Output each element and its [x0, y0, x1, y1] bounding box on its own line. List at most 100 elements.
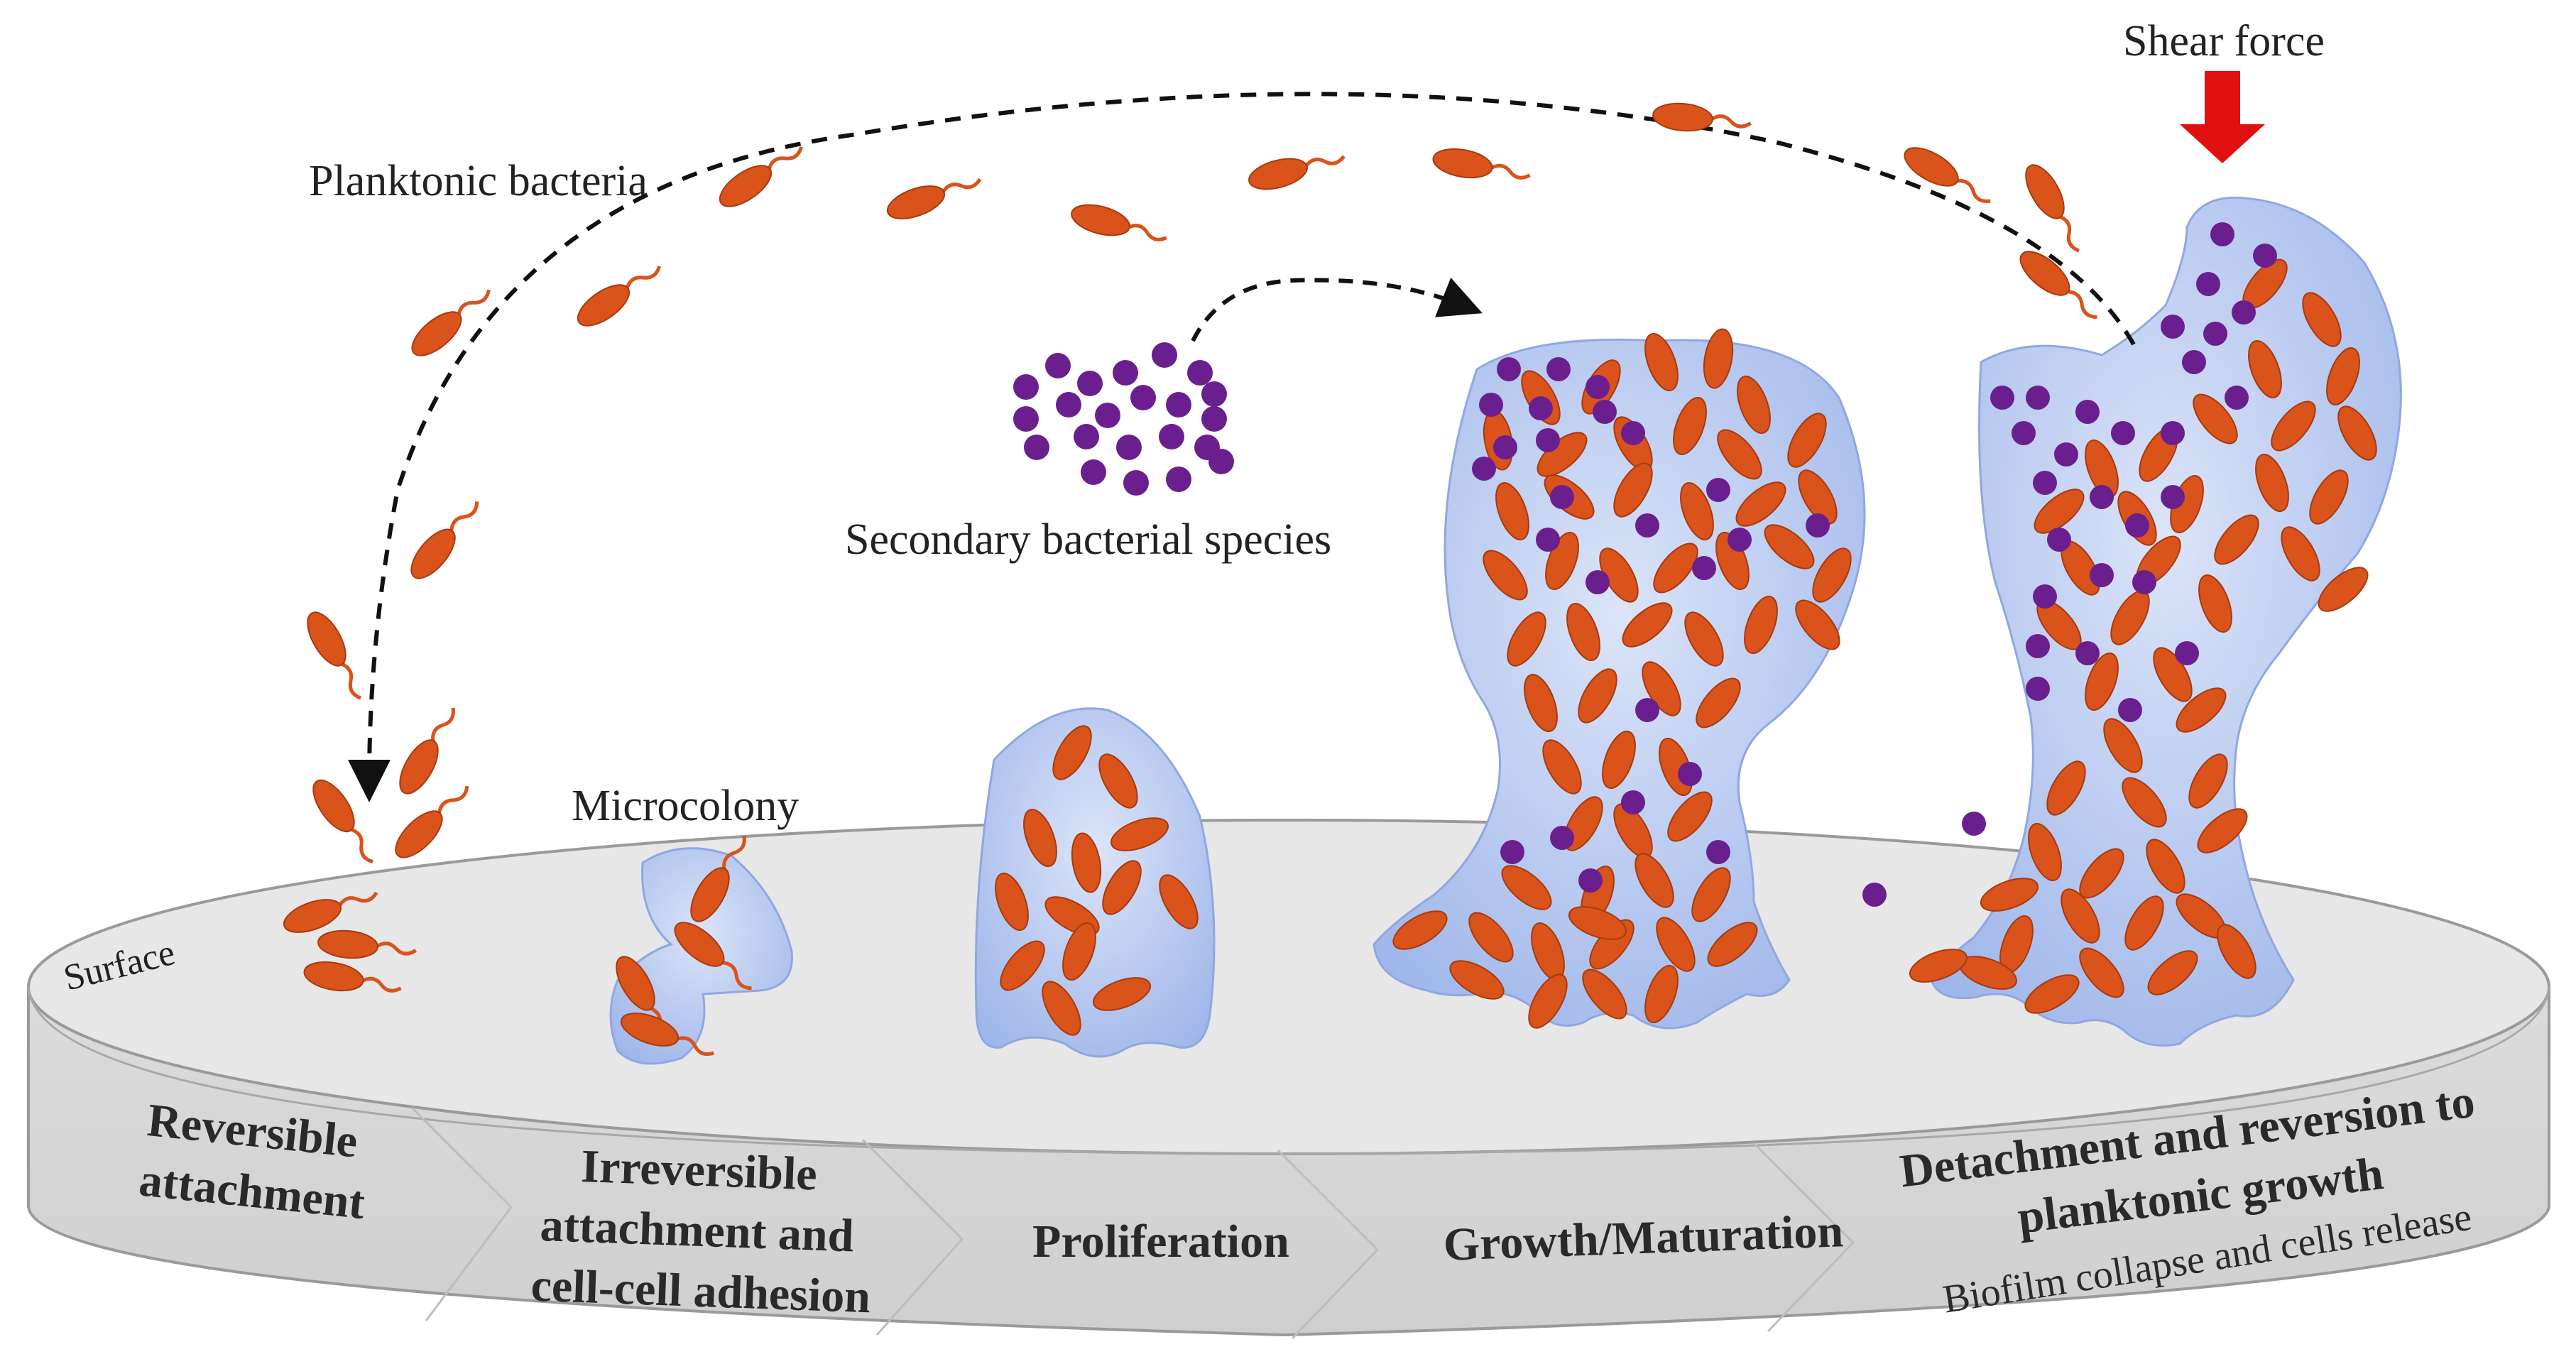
secondary-species-cell-icon: [1074, 424, 1099, 449]
secondary-species-cell-icon: [1706, 840, 1730, 864]
planktonic-bacterium-icon: [411, 289, 491, 356]
planktonic-bacterium-icon: [1000, 940, 1045, 991]
planktonic-bacterium-icon: [1468, 912, 1514, 963]
planktonic-bacterium-icon: [1524, 674, 1558, 732]
planktonic-bacterium-icon: [1495, 482, 1529, 540]
secondary-species-cell-icon: [1862, 883, 1887, 907]
secondary-species-cell-icon: [2196, 272, 2220, 296]
planktonic-bacterium-icon: [1622, 602, 1673, 648]
stage-divider: [1752, 1142, 1855, 1333]
planktonic-bacterium-icon: [2028, 823, 2062, 881]
planktonic-bacterium-icon: [1093, 977, 1151, 1011]
planktonic-bacterium-icon: [2034, 489, 2085, 534]
planktonic-bacterium-icon: [719, 146, 804, 207]
secondary-species-cell-icon: [1962, 812, 1986, 836]
secondary-species-cell-icon: [1472, 457, 1496, 481]
planktonic-bacterium-icon: [2024, 974, 2080, 1014]
planktonic-bacterium-icon: [1392, 910, 1448, 950]
planktonic-bacterium-icon: [690, 835, 746, 922]
planktonic-bacterium-icon: [995, 873, 1029, 931]
planktonic-bacterium-icon: [1656, 917, 1696, 972]
stage-divider: [410, 1106, 513, 1321]
recycle-dashed-arrow: [348, 92, 2136, 802]
planktonic-bacterium-icon: [1673, 397, 1707, 455]
secondary-species-cell-icon: [1113, 360, 1138, 386]
planktonic-bacterium-icon: [1582, 969, 1627, 1020]
planktonic-bacterium-icon: [1578, 668, 1617, 724]
secondary-species-cell-icon: [2026, 386, 2050, 410]
planktonic-bacterium-icon: [307, 611, 362, 700]
planktonic-bacterium-icon: [2103, 718, 2143, 773]
planktonic-bacterium-icon: [1909, 949, 1968, 983]
secondary-species-cell-icon: [2210, 222, 2234, 246]
planktonic-bacterium-icon: [2061, 888, 2100, 944]
shear-force-label: Shear force: [2123, 17, 2325, 65]
planktonic-bacterium-icon: [1634, 853, 1674, 908]
secondary-species-cell-icon: [1497, 357, 1521, 381]
planktonic-bacterium-icon: [312, 779, 373, 864]
planktonic-bacterium-icon: [1248, 155, 1346, 190]
secondary-species-cell-icon: [2026, 634, 2050, 658]
planktonic-bacterium-icon: [1613, 462, 1653, 518]
secondary-species-cell-icon: [2161, 315, 2185, 339]
planktonic-bacterium-icon: [1691, 867, 1731, 922]
planktonic-bacterium-icon: [1071, 204, 1167, 241]
planktonic-bacterium-icon: [1062, 922, 1096, 981]
planktonic-bacterium-icon: [2019, 251, 2097, 320]
planktonic-bacterium-icon: [1795, 599, 1840, 650]
planktonic-bacterium-icon: [1764, 524, 1815, 569]
secondary-species-cell-icon: [1990, 386, 2014, 410]
planktonic-bacterium-icon: [2085, 653, 2119, 711]
planktonic-bacterium-icon: [1566, 603, 1600, 661]
secondary-species-cell-icon: [1550, 826, 1574, 850]
planktonic-bacterium-icon: [1787, 413, 1827, 468]
planktonic-bacterium-icon: [1102, 860, 1142, 915]
planktonic-bacterium-icon: [1667, 791, 1713, 842]
secondary-species-cell-icon: [2161, 485, 2185, 509]
secondary-species-cell-icon: [1056, 392, 1081, 418]
secondary-species-cell-icon: [1621, 421, 1645, 445]
secondary-species-cell-icon: [2012, 421, 2036, 445]
secondary-species-cell-icon: [1081, 459, 1106, 485]
secondary-species-cell-icon: [2118, 698, 2142, 722]
planktonic-bacterium-icon: [1052, 725, 1092, 780]
secondary-species-cell-icon: [1077, 371, 1103, 396]
secondary-species-cell-icon: [2026, 677, 2050, 701]
secondary-species-cell-icon: [1201, 381, 1227, 407]
planktonic-bacterium-icon: [2147, 950, 2198, 995]
secondary-species-layer: [1013, 222, 2277, 907]
planktonic-bacterium-icon: [2248, 340, 2282, 398]
secondary-species-cell-icon: [1546, 357, 1571, 381]
planktonic-bacterium-icon: [674, 922, 752, 991]
secondary-species-cell-icon: [2090, 563, 2114, 587]
planktonic-bacterium-icon: [1717, 429, 1762, 480]
planktonic-bacterium-icon: [2197, 808, 2248, 853]
planktonic-bacterium-icon: [1071, 832, 1102, 893]
planktonic-bacterium-icon: [2025, 164, 2080, 253]
secondary-species-cell-icon: [1013, 406, 1039, 432]
planktonic-bacterium-icon: [317, 929, 417, 959]
secondary-species-cell-icon: [1635, 698, 1659, 722]
secondary-species-cell-icon: [1187, 360, 1213, 386]
secondary-species-cell-icon: [1806, 513, 1830, 538]
planktonic-bacterium-icon: [2318, 567, 2369, 612]
planktonic-bacterium-icon: [283, 891, 378, 933]
planktonic-bacterium-icon: [2188, 753, 2228, 809]
planktonic-bacterium-icon: [1501, 865, 1552, 910]
secondary-species-cell-icon: [1692, 556, 1716, 580]
planktonic-bacterium-icon: [1735, 481, 1786, 527]
planktonic-bacterium-icon: [2193, 393, 2238, 444]
planktonic-bacterium-icon: [1542, 739, 1582, 795]
planktonic-bacterium-icon: [395, 785, 469, 858]
secondary-species-cell-icon: [1166, 392, 1191, 418]
planktonic-bacterium-icon: [1653, 542, 1698, 594]
secondary-species-cell-icon: [1536, 428, 1560, 452]
secondary-species-cell-icon: [2033, 471, 2057, 495]
planktonic-bacterium-icon: [1644, 333, 1679, 391]
secondary-species-cell-icon: [2132, 570, 2156, 594]
secondary-species-cell-icon: [1013, 374, 1039, 400]
planktonic-bacterium-icon: [2337, 405, 2377, 461]
secondary-species-cell-icon: [1201, 406, 1227, 432]
planktonic-bacterium-icon: [2217, 924, 2256, 979]
